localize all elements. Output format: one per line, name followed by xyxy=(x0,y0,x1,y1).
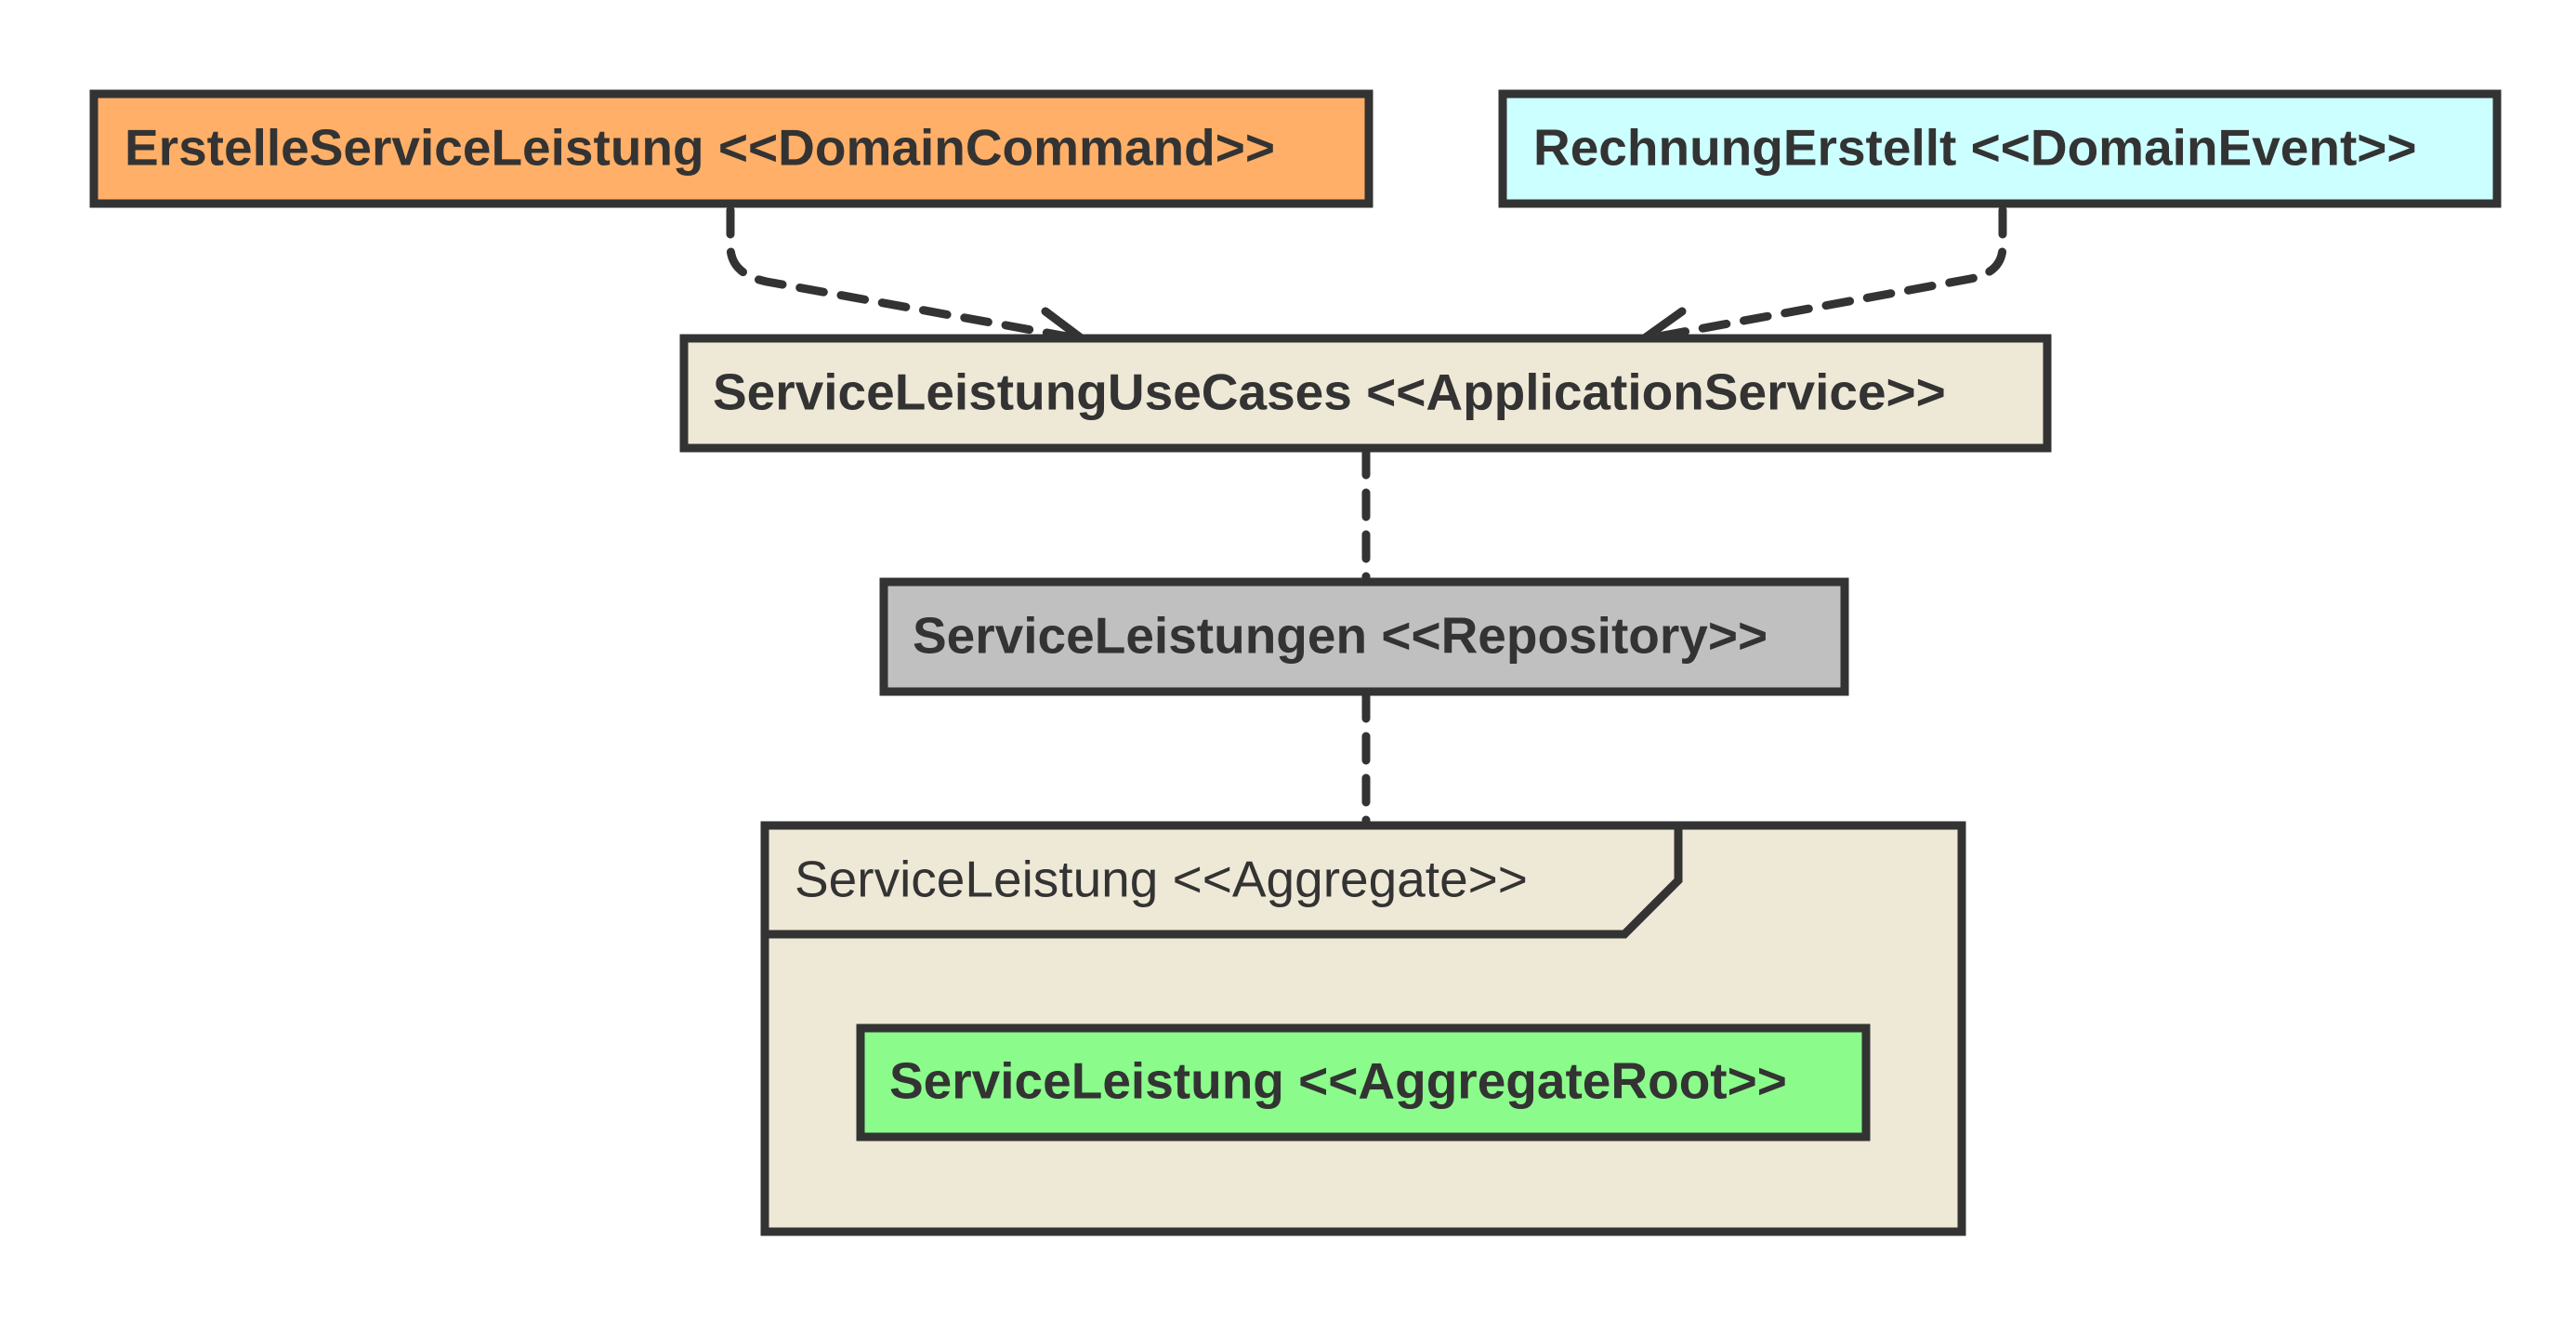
domain-command-node[interactable]: ErstelleServiceLeistung <<DomainCommand>… xyxy=(89,89,1373,208)
domain-event-label: RechnungErstellt <<DomainEvent>> xyxy=(1533,119,2417,177)
aggregate-root-label: ServiceLeistung <<AggregateRoot>> xyxy=(889,1052,1787,1110)
repository-node[interactable]: ServiceLeistungen <<Repository>> xyxy=(879,577,1849,696)
aggregate-root-box xyxy=(856,1023,1871,1142)
repository-label: ServiceLeistungen <<Repository>> xyxy=(913,607,1768,665)
application-service-node[interactable]: ServiceLeistungUseCases <<ApplicationSer… xyxy=(679,334,2052,453)
aggregate-package-tab xyxy=(765,825,1683,939)
edge-event-to-app-service xyxy=(1638,205,2007,344)
edges xyxy=(726,205,2007,830)
aggregate-package-label: ServiceLeistung <<Aggregate>> xyxy=(795,851,1528,908)
application-service-box xyxy=(679,334,2052,453)
edge-command-to-app-service xyxy=(726,205,1087,344)
application-service-label: ServiceLeistungUseCases <<ApplicationSer… xyxy=(713,363,1946,421)
repository-box xyxy=(879,577,1849,696)
domain-command-label: ErstelleServiceLeistung <<DomainCommand>… xyxy=(125,119,1275,177)
domain-event-node[interactable]: RechnungErstellt <<DomainEvent>> xyxy=(1498,89,2502,208)
aggregate-root-node[interactable]: ServiceLeistung <<AggregateRoot>> xyxy=(856,1023,1871,1142)
domain-event-box xyxy=(1498,89,2502,208)
domain-command-box xyxy=(89,89,1373,208)
